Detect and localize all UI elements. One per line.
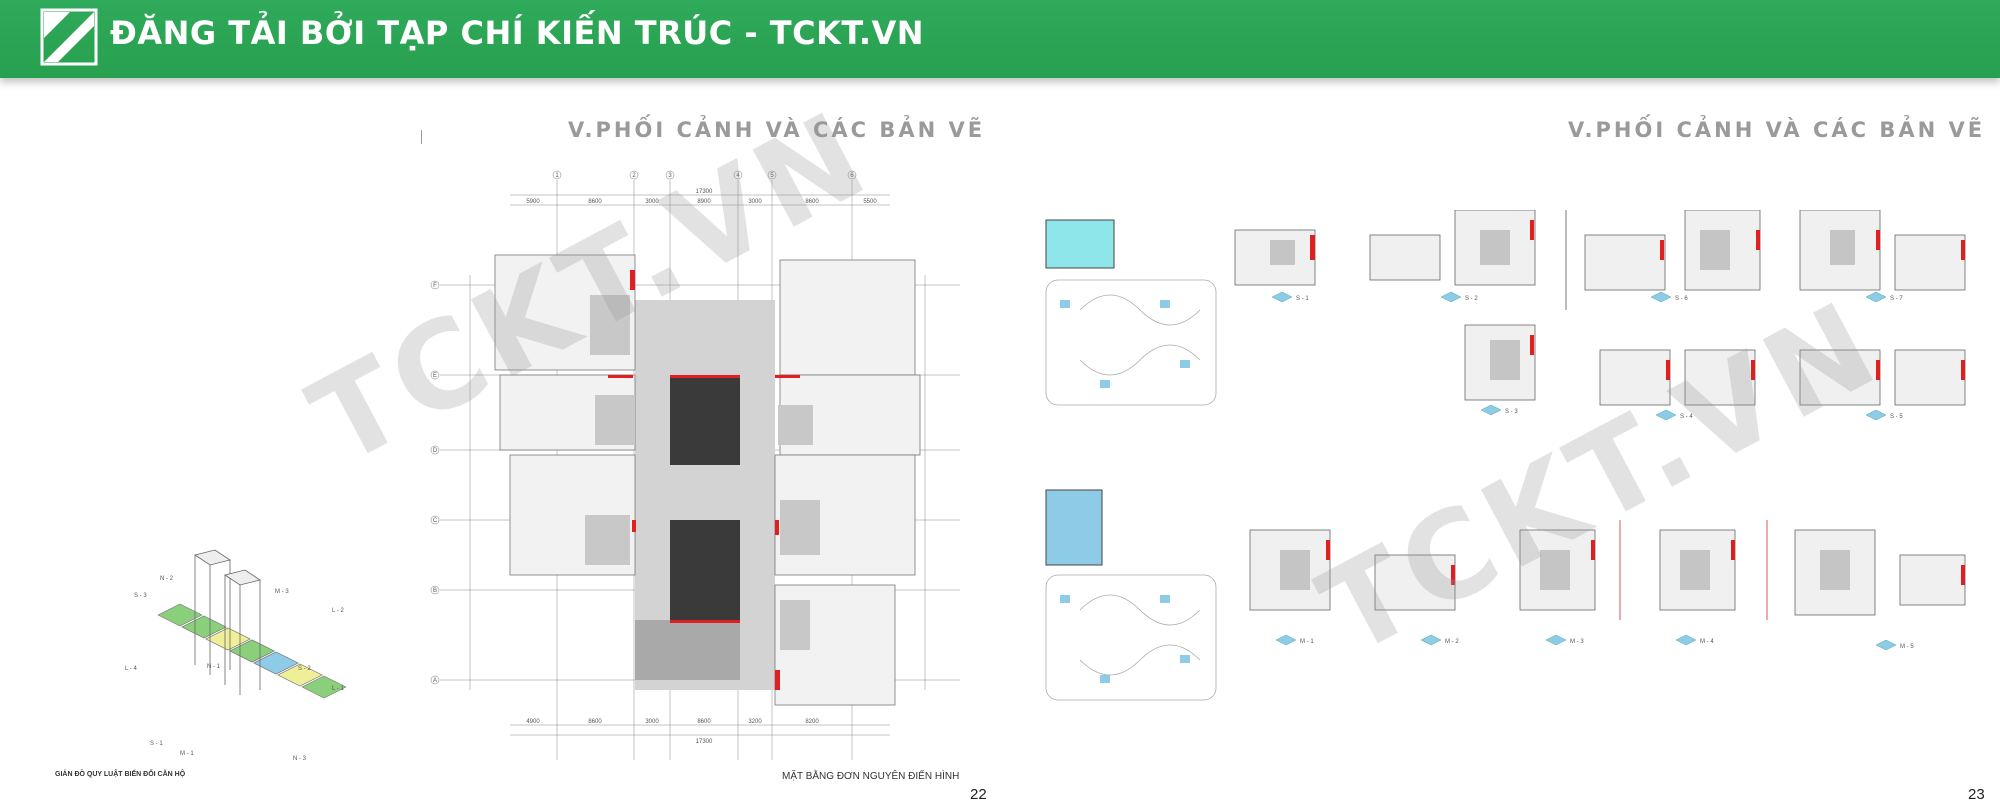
svg-text:4: 4 xyxy=(736,173,740,179)
page-marker-line xyxy=(421,130,422,144)
unit-type-label: S - 3 xyxy=(1505,409,1518,415)
dimension-label: 8600 xyxy=(588,199,602,205)
unit-type-label: S - 4 xyxy=(1680,414,1693,420)
grid-axis-bubble: D xyxy=(430,445,440,455)
unit-label: L - 1 xyxy=(332,686,344,692)
svg-text:6: 6 xyxy=(850,173,854,179)
grid-axis-bubble: F xyxy=(430,280,440,290)
svg-text:A: A xyxy=(433,678,437,684)
svg-text:2: 2 xyxy=(632,173,636,179)
unit-type-label: M - 4 xyxy=(1700,639,1714,645)
dimension-label: 3000 xyxy=(645,719,659,725)
svg-text:3: 3 xyxy=(668,173,672,179)
dimension-total-top: 17300 xyxy=(696,189,713,195)
dimension-total-bottom: 17300 xyxy=(696,739,713,745)
svg-text:5: 5 xyxy=(770,173,774,179)
grid-axis-bubble: C xyxy=(430,515,440,525)
dimension-label: 3000 xyxy=(645,199,659,205)
dimension-label: 5900 xyxy=(526,199,540,205)
grid-axis-bubble: 6 xyxy=(847,170,857,180)
unit-label: L - 2 xyxy=(332,608,344,614)
floor-plan-caption: MẶT BẰNG ĐƠN NGUYÊN ĐIỂN HÌNH xyxy=(782,771,960,782)
right-section-title: V.PHỐI CẢNH VÀ CÁC BẢN VẼ xyxy=(1568,118,1986,142)
diagram-caption: GIẢN ĐỒ QUY LUẬT BIẾN ĐỔI CĂN HỘ xyxy=(55,771,186,778)
svg-text:D: D xyxy=(433,448,438,454)
svg-text:C: C xyxy=(433,518,438,524)
unit-label: N - 2 xyxy=(160,576,174,582)
dimension-label: 8600 xyxy=(697,719,711,725)
banner-title: ĐĂNG TẢI BỞI TẠP CHÍ KIẾN TRÚC - TCKT.VN xyxy=(110,14,925,52)
grid-axis-bubble: 1 xyxy=(552,170,562,180)
unit-type-label: M - 3 xyxy=(1570,639,1584,645)
unit-label: S - 2 xyxy=(298,666,311,672)
unit-type-label: S - 6 xyxy=(1675,296,1688,302)
dimension-label: 8900 xyxy=(697,199,711,205)
dimension-label: 3000 xyxy=(748,199,762,205)
unit-type-label: M - 1 xyxy=(1300,639,1314,645)
unit-type-label: S - 7 xyxy=(1890,296,1903,302)
grid-axis-bubble: E xyxy=(430,370,440,380)
unit-label: L - 4 xyxy=(125,666,137,672)
unit-label: S - 3 xyxy=(134,593,147,599)
unit-type-label: S - 1 xyxy=(1296,296,1309,302)
svg-text:E: E xyxy=(433,373,437,379)
svg-text:F: F xyxy=(433,283,437,289)
unit-type-label: M - 2 xyxy=(1445,639,1459,645)
grid-axis-bubble: 2 xyxy=(629,170,639,180)
grid-axis-bubble: B xyxy=(430,585,440,595)
unit-label: S - 1 xyxy=(150,741,163,747)
svg-text:B: B xyxy=(433,588,437,594)
grid-axis-bubble: 3 xyxy=(665,170,675,180)
svg-text:1: 1 xyxy=(555,173,559,179)
tckt-logo-icon xyxy=(40,8,98,66)
unit-type-label: S - 2 xyxy=(1465,296,1478,302)
grid-axis-bubble: 5 xyxy=(767,170,777,180)
apartment-transformation-diagram: N - 2 S - 3 M - 3 L - 2 L - 4 N - 1 S - … xyxy=(125,549,347,762)
dimension-label: 8200 xyxy=(805,719,819,725)
dimension-label: 5500 xyxy=(863,199,877,205)
dimension-label: 4900 xyxy=(526,719,540,725)
unit-label: M - 3 xyxy=(275,589,289,595)
unit-label: N - 1 xyxy=(207,664,221,670)
unit-types-sheet: S - 1 S - 2 S - 6 S - 7 S - 3 S - 4 S - … xyxy=(1045,210,1966,701)
left-section-title: V.PHỐI CẢNH VÀ CÁC BẢN VẼ xyxy=(568,118,986,142)
typical-floor-plan: 5900 8600 3000 8900 3000 8600 5500 17300… xyxy=(430,170,960,760)
unit-label: N - 3 xyxy=(293,756,307,762)
dimension-label: 8600 xyxy=(588,719,602,725)
page-number-right: 23 xyxy=(1968,786,1985,803)
page-number-left: 22 xyxy=(970,786,987,803)
grid-axis-bubble: A xyxy=(430,675,440,685)
unit-type-label: S - 5 xyxy=(1890,414,1903,420)
dimension-label: 3200 xyxy=(748,719,762,725)
grid-axis-bubble: 4 xyxy=(733,170,743,180)
dimension-label: 8600 xyxy=(805,199,819,205)
unit-type-label: M - 5 xyxy=(1900,644,1914,650)
header-banner: ĐĂNG TẢI BỞI TẠP CHÍ KIẾN TRÚC - TCKT.VN xyxy=(0,0,2000,78)
unit-label: M - 1 xyxy=(180,751,194,757)
